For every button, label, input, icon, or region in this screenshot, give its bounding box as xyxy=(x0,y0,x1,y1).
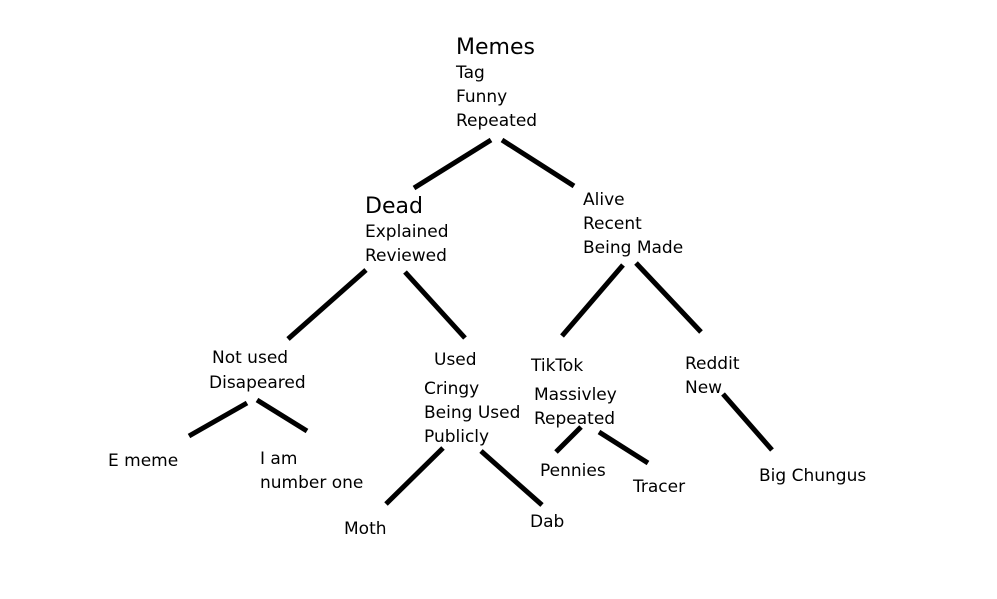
node-memes-line: Tag xyxy=(456,63,485,83)
leaf-tracer: Tracer xyxy=(633,477,686,497)
edge-used-dab xyxy=(479,449,544,507)
node-tiktok: Massivley Repeated xyxy=(534,383,617,431)
node-alive-line: Recent xyxy=(583,214,642,234)
node-tiktok-line: Repeated xyxy=(534,409,616,429)
leaf-big-chungus: Big Chungus xyxy=(759,466,867,486)
node-used-line: Being Used xyxy=(424,403,521,423)
node-memes-line: Funny xyxy=(456,87,508,107)
node-not-used: Not used Disapeared xyxy=(209,346,306,395)
edge-notused-iamnumberone xyxy=(255,397,309,434)
leaf-i-am-number-one: I am number one xyxy=(260,447,363,495)
node-reddit-line: New xyxy=(685,378,723,398)
edge-reddit-bigchungus xyxy=(721,392,774,452)
edge-tiktok-tracer xyxy=(597,429,650,466)
node-not-used-line: Not used xyxy=(212,348,289,368)
node-dead-line: Reviewed xyxy=(365,246,447,266)
edge-memes-alive xyxy=(500,137,576,189)
node-used: Cringy Being Used Publicly xyxy=(424,377,520,449)
edge-used-moth xyxy=(384,446,445,506)
node-reddit-line: Reddit xyxy=(685,354,740,374)
node-not-used-line: Disapeared xyxy=(209,373,306,393)
leaf-i-am-number-one-line: number one xyxy=(260,473,364,493)
node-used-line: Cringy xyxy=(424,379,480,399)
leaf-i-am-number-one-line: I am xyxy=(260,449,298,469)
edge-notused-ememe xyxy=(187,400,249,439)
edge-alive-tiktok xyxy=(560,263,625,338)
leaf-pennies: Pennies xyxy=(540,461,606,481)
node-dead: Dead Explained Reviewed xyxy=(365,194,448,268)
node-used-title: Used xyxy=(434,350,477,370)
node-alive: Alive Recent Being Made xyxy=(583,188,683,260)
node-dead-title: Dead xyxy=(365,194,423,219)
node-tiktok-line: Massivley xyxy=(534,385,617,405)
edge-alive-reddit xyxy=(634,261,703,334)
node-tiktok-title: TikTok xyxy=(531,356,584,376)
edge-memes-dead xyxy=(412,137,493,191)
node-memes-line: Repeated xyxy=(456,111,538,131)
leaf-dab: Dab xyxy=(530,512,565,532)
node-alive-line: Being Made xyxy=(583,238,684,258)
node-alive-line: Alive xyxy=(583,190,625,210)
node-dead-line: Explained xyxy=(365,222,449,242)
edge-dead-notused xyxy=(286,268,368,341)
node-used-line: Publicly xyxy=(424,427,490,447)
edge-dead-used xyxy=(403,270,467,340)
node-memes-title: Memes xyxy=(456,35,535,60)
node-memes: Memes Tag Funny Repeated xyxy=(456,35,537,133)
leaf-e-meme: E meme xyxy=(108,451,179,471)
leaf-moth: Moth xyxy=(344,519,387,539)
edge-tiktok-pennies xyxy=(554,425,583,454)
node-reddit: Reddit New xyxy=(685,352,739,400)
